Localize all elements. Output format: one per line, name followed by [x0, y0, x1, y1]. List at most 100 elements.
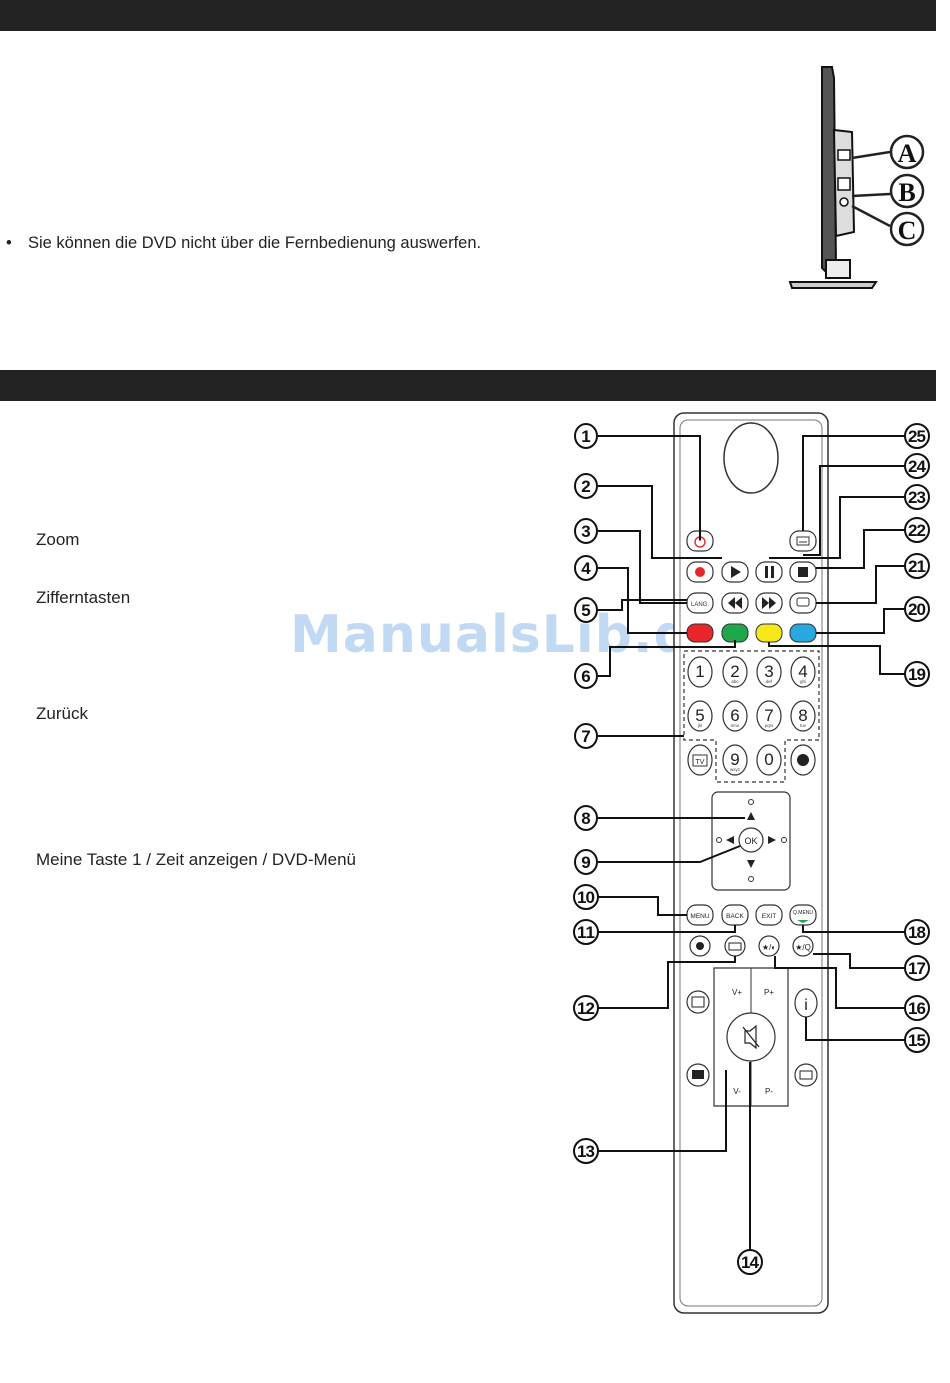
digit-7-letters: pqrs [765, 723, 775, 728]
callout-1-number: 1 [581, 427, 590, 446]
digit-9-letters: wxyz [730, 767, 741, 772]
menu-label: MENU [690, 913, 709, 920]
digit-0-button[interactable]: 0 [756, 744, 782, 776]
teletext-button[interactable] [686, 1063, 710, 1087]
blue-button[interactable] [789, 623, 817, 643]
volume-down-button[interactable]: V- [733, 1087, 741, 1096]
callout-a-circle [889, 134, 925, 170]
callout-25: 25 [904, 423, 930, 449]
bullet: • [6, 234, 12, 252]
watermark: ManualsLib.de [290, 605, 729, 665]
ok-button[interactable] [738, 827, 764, 853]
label-zoom: Zoom [36, 530, 80, 549]
label-back: Zurück [36, 704, 88, 723]
callout-5-number: 5 [581, 601, 590, 620]
callout-23: 23 [904, 484, 930, 510]
play-button[interactable] [721, 561, 749, 583]
tv-label: TV [696, 759, 705, 766]
rewind-button[interactable] [721, 592, 749, 614]
callout-3: 3 [574, 518, 598, 544]
digit-keypad-frame [683, 650, 820, 783]
callout-14: 14 [737, 1249, 763, 1275]
ok-label: OK [744, 836, 757, 846]
stop-button[interactable] [789, 561, 817, 583]
callout-12: 12 [573, 995, 599, 1021]
source-button[interactable] [794, 1063, 818, 1087]
red-button[interactable] [686, 623, 714, 643]
tv-side-view [788, 66, 925, 289]
volume-up-button[interactable]: V+ [732, 988, 742, 997]
callout-4: 4 [574, 555, 598, 581]
fav-time-label: ★/◐ [762, 943, 776, 952]
digit-8-label: 8 [798, 706, 807, 725]
callout-20-number: 20 [908, 600, 926, 619]
digit-2-letters: abc [731, 679, 739, 684]
screen-button[interactable] [724, 935, 746, 957]
yellow-button[interactable] [755, 623, 783, 643]
exit-label: EXIT [762, 913, 776, 920]
digit-5-letters: jkl [697, 723, 702, 728]
callout-8: 8 [574, 805, 598, 831]
media-browser-button[interactable] [689, 935, 711, 957]
callout-2-number: 2 [581, 477, 590, 496]
callout-c: C [898, 216, 917, 245]
exit-button[interactable] [755, 904, 783, 926]
callout-6-number: 6 [581, 667, 590, 686]
swap-button[interactable] [790, 744, 816, 776]
qmenu-label: Q.MENU [793, 910, 813, 916]
callout-19: 19 [904, 661, 930, 687]
fav-search-button[interactable] [792, 935, 814, 957]
callout-leaders [598, 435, 906, 1250]
program-down-button[interactable]: P- [765, 1087, 773, 1096]
label-digits: Zifferntasten [36, 588, 131, 607]
callout-8-number: 8 [581, 809, 590, 828]
caption-button[interactable] [789, 592, 817, 614]
epg-button[interactable] [686, 990, 710, 1014]
callout-9-number: 9 [581, 853, 590, 872]
fastforward-button[interactable] [755, 592, 783, 614]
callout-13: 13 [573, 1138, 599, 1164]
nav-down-button[interactable] [747, 860, 755, 882]
digit-1-button[interactable]: 1 [687, 656, 713, 688]
callout-15-number: 15 [908, 1031, 926, 1050]
callout-a: A [898, 139, 917, 168]
callout-15: 15 [904, 1027, 930, 1053]
digit-2-label: 2 [730, 662, 739, 681]
callout-3-number: 3 [581, 522, 590, 541]
nav-right-button[interactable] [768, 836, 787, 844]
dvd-note-text: Sie können die DVD nicht über die Fernbe… [28, 234, 482, 252]
callout-19-number: 19 [908, 665, 926, 684]
callout-24-number: 24 [908, 457, 927, 476]
lang-label: LANG. [691, 602, 709, 608]
callout-14-number: 14 [741, 1253, 760, 1272]
tv-button[interactable] [687, 744, 713, 776]
pause-button[interactable] [755, 561, 783, 583]
callout-23-number: 23 [908, 488, 926, 507]
callout-16: 16 [904, 995, 930, 1021]
nav-left-button[interactable] [716, 836, 735, 844]
nav-up-button[interactable] [747, 799, 755, 821]
green-button[interactable] [721, 623, 749, 643]
digit-7-label: 7 [764, 706, 773, 725]
fav-time-button[interactable] [758, 935, 780, 957]
digit-4-label: 4 [798, 662, 807, 681]
callout-16-number: 16 [908, 999, 926, 1018]
callout-18-number: 18 [908, 923, 926, 942]
callout-6: 6 [574, 663, 598, 689]
callout-9: 9 [574, 849, 598, 875]
mute-icon [742, 1024, 760, 1050]
callout-badges: 1234567891011121314151617181920212223242… [573, 423, 930, 1275]
header-bar [0, 0, 936, 31]
record-button[interactable] [686, 561, 714, 583]
program-up-button[interactable]: P+ [764, 988, 774, 997]
subtitle-button[interactable] [789, 530, 817, 552]
